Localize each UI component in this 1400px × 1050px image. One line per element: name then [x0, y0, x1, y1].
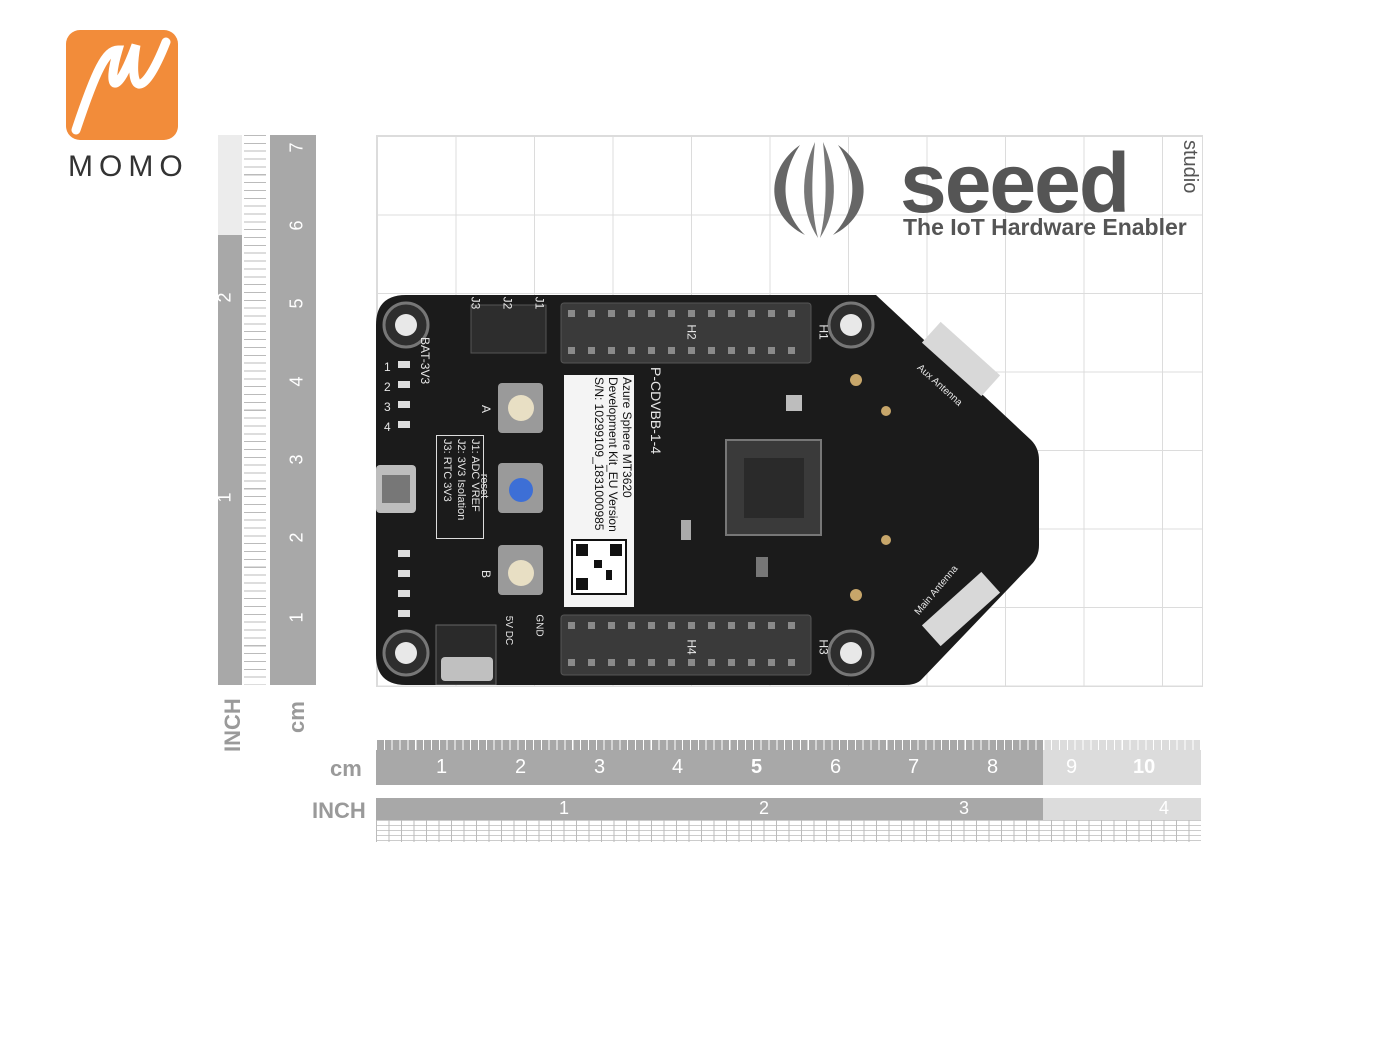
v-cm-tick-3: 3 [286, 454, 307, 465]
h-cm-tick-1: 1 [436, 756, 448, 778]
v-cm-tick-4: 4 [286, 376, 307, 387]
label-bat: BAT-3V3 [418, 337, 432, 385]
h-cm-tick-2: 2 [515, 756, 527, 778]
h-cm-tick-7: 7 [908, 756, 920, 778]
horizontal-inch-ruler: 1 2 3 4 [376, 798, 1201, 820]
sticker-line-2: Development Kit_EU Version [606, 377, 620, 532]
seeed-emblem [760, 140, 878, 240]
v-inch-tick-1: 1 [214, 492, 235, 503]
label-h2: H2 [684, 324, 699, 340]
vertical-inch-ruler-fade [218, 135, 242, 235]
v-inch-tick-2: 2 [214, 292, 235, 303]
label-h4: H4 [684, 639, 699, 655]
h-cm-tick-4: 4 [672, 756, 684, 778]
jumper-info-j2: J2: 3V3 Isolation [455, 439, 467, 521]
v-cm-tick-1: 1 [286, 612, 307, 623]
label-led1: 1 [384, 360, 391, 374]
h-cm-tick-9: 9 [1066, 756, 1078, 778]
label-j2: J2 [500, 296, 515, 310]
inch-ruler-fade [1043, 798, 1201, 820]
board-model: P-CDVBB-1-4 [648, 367, 664, 455]
v-cm-tick-7: 7 [286, 142, 307, 153]
h-inch-tick-2: 2 [759, 798, 770, 818]
momo-logo-icon [66, 30, 178, 140]
inch-ruler-ticks [376, 820, 1201, 842]
v-inch-label: INCH [220, 698, 245, 752]
jumper-info-j3: J3: RTC 3V3 [441, 439, 453, 502]
v-cm-tick-2: 2 [286, 532, 307, 543]
label-power: 5V DC [503, 615, 515, 646]
h-cm-label: cm [330, 756, 362, 781]
jumper-info-j1: J1: ADC VREF [469, 439, 481, 512]
vertical-cm-ruler: 7 6 5 4 3 2 1 [270, 135, 316, 685]
h-cm-tick-5: 5 [751, 756, 763, 778]
jumper-info-box: J1: ADC VREF J2: 3V3 Isolation J3: RTC 3… [436, 435, 484, 539]
momo-logo [66, 30, 178, 140]
v-cm-label: cm [284, 701, 309, 733]
label-h3: H3 [816, 639, 831, 655]
v-cm-tick-6: 6 [286, 220, 307, 231]
board-outline [376, 295, 1039, 685]
seeed-wordmark: seeed [900, 136, 1130, 230]
h-cm-tick-6: 6 [830, 756, 842, 778]
sticker-line-3: S/N: 10299109_1831000985 [592, 377, 606, 531]
h-inch-tick-4: 4 [1159, 798, 1170, 818]
h-cm-tick-10: 10 [1133, 756, 1156, 778]
h-inch-tick-1: 1 [559, 798, 570, 818]
seeed-suffix: studio [1179, 140, 1201, 194]
vertical-ruler-ticks [244, 135, 266, 685]
seeed-tagline: The IoT Hardware Enabler [903, 214, 1187, 240]
seeed-leaf-icon [774, 142, 864, 238]
label-gnd: GND [533, 614, 545, 637]
h-inch-tick-3: 3 [959, 798, 970, 818]
watermark-text: MOMO [68, 150, 189, 183]
board-sticker: Azure Sphere MT3620 Development Kit_EU V… [592, 377, 634, 537]
label-button-b: B [479, 569, 494, 579]
h-inch-label: INCH [312, 798, 366, 823]
label-led2: 2 [384, 380, 391, 394]
horizontal-ruler-ticks [376, 740, 1201, 750]
vertical-inch-ruler: 2 1 [214, 235, 242, 685]
label-j3: J3 [468, 296, 483, 310]
label-button-a: A [479, 404, 494, 414]
label-h1: H1 [816, 324, 831, 340]
dev-board: J3 J2 J1 BAT-3V3 H2 H1 H4 H3 1 2 3 4 A B… [376, 295, 1040, 685]
h-cm-tick-8: 8 [987, 756, 999, 778]
label-led4: 4 [384, 420, 391, 434]
h-cm-tick-3: 3 [594, 756, 606, 778]
label-j1: J1 [532, 296, 547, 310]
label-led3: 3 [384, 400, 391, 414]
sticker-line-1: Azure Sphere MT3620 [620, 377, 634, 498]
v-cm-tick-5: 5 [286, 298, 307, 309]
